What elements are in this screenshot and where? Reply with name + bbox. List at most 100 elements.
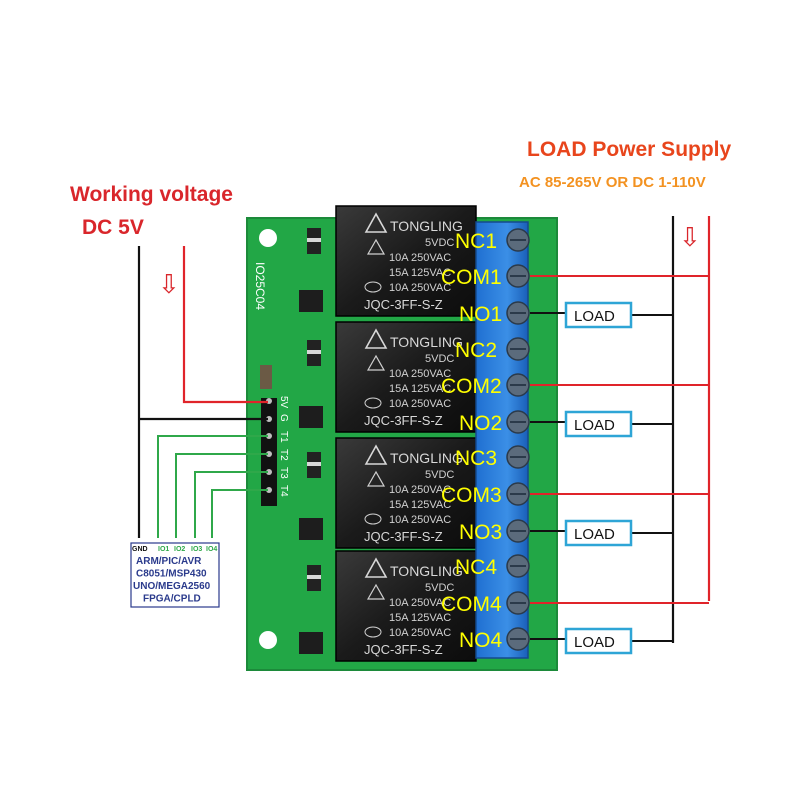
relay-rating: 10A 250VAC — [389, 597, 451, 609]
working-voltage-value: DC 5V — [82, 216, 144, 239]
transistor-chip — [299, 632, 323, 654]
down-arrow-icon: ⇩ — [158, 269, 180, 299]
wires — [137, 216, 711, 643]
relay-voltage: 5VDC — [425, 237, 454, 249]
pin-label-5v: 5V — [278, 396, 289, 409]
mounting-hole — [259, 631, 277, 649]
mcu-pin-io2: IO2 — [174, 546, 185, 553]
load-box-frame — [564, 627, 633, 655]
terminal-label-no2: NO2 — [459, 412, 502, 435]
brand-logo-icon — [364, 212, 388, 233]
load-label: LOAD — [574, 526, 615, 543]
mcu-platform-line: C8051/MSP430 — [136, 569, 207, 580]
smd-components — [260, 228, 323, 654]
brand-logo-icon — [364, 328, 388, 349]
diode-band — [307, 238, 321, 242]
load-box-frame — [564, 410, 633, 438]
relay-rating: 15A 125VAC — [389, 267, 451, 279]
mcu-pin-io1: IO1 — [158, 546, 169, 553]
terminal-label-no3: NO3 — [459, 521, 502, 544]
relay-rating: 10A 250VAC — [389, 252, 451, 264]
relay-rating: 10A 250VAC — [389, 627, 451, 639]
mcu-platform-line: FPGA/CPLD — [143, 594, 201, 605]
board-id-label: IO25C04 — [253, 262, 267, 310]
terminal-label-no4: NO4 — [459, 629, 503, 652]
relay-body — [335, 437, 477, 549]
load-box-2: LOAD — [564, 410, 633, 438]
terminal-label-com2: COM2 — [441, 375, 502, 398]
transistor-chip — [299, 290, 323, 312]
relay-body — [335, 321, 477, 433]
load-label: LOAD — [574, 417, 615, 434]
load-box-3: LOAD — [564, 519, 633, 547]
mcu-pin-io4: IO4 — [206, 546, 217, 553]
mcu-pin-gnd: GND — [132, 546, 148, 553]
vcc-wire — [182, 246, 268, 404]
relay-model: JQC-3FF-S-Z — [364, 413, 443, 428]
mcu-pin-io3: IO3 — [191, 546, 202, 553]
brand-logo-icon — [364, 444, 388, 465]
diode-band — [307, 350, 321, 354]
load-power-range: AC 85-265V OR DC 1-110V — [519, 174, 706, 191]
header-pin — [266, 433, 272, 439]
warning-icon — [366, 354, 386, 371]
signal-wire-io3 — [194, 471, 268, 538]
warning-icon — [366, 470, 386, 487]
load-label: LOAD — [574, 634, 615, 651]
pin-label-g: G — [278, 414, 289, 422]
capacitor — [260, 365, 272, 389]
relay-brand: TONGLING — [390, 563, 463, 579]
relay-voltage: 5VDC — [425, 582, 454, 594]
load-power-heading: LOAD Power Supply AC 85-265V OR DC 1-110… — [519, 138, 732, 191]
load-box-frame — [564, 519, 633, 547]
terminal-label-com1: COM1 — [441, 266, 502, 289]
relay-voltage: 5VDC — [425, 469, 454, 481]
cqc-mark-icon — [364, 513, 382, 525]
header-pin — [266, 416, 272, 422]
relay-brand: TONGLING — [390, 334, 463, 350]
header-pin — [266, 451, 272, 457]
relay-rating: 10A 250VAC — [389, 282, 451, 294]
relay-rating: 10A 250VAC — [389, 514, 451, 526]
relay-model: JQC-3FF-S-Z — [364, 297, 443, 312]
relay-rating: 10A 250VAC — [389, 398, 451, 410]
terminal-label-nc3: NC3 — [455, 447, 497, 470]
relay-rating: 15A 125VAC — [389, 383, 451, 395]
down-arrow-icon: ⇩ — [679, 222, 701, 252]
mcu-platform-line: ARM/PIC/AVR — [136, 556, 202, 567]
load-box-1: LOAD — [564, 301, 633, 329]
transistor-chip — [299, 518, 323, 540]
warning-icon — [366, 583, 386, 600]
pin-label-t2: T2 — [278, 449, 289, 461]
diode-band — [307, 575, 321, 579]
terminal-label-nc2: NC2 — [455, 339, 497, 362]
mcu-platform-line: UNO/MEGA2560 — [133, 581, 211, 592]
load-power-title: LOAD Power Supply — [527, 138, 732, 161]
signal-wire-io4 — [211, 489, 268, 538]
load-box-4: LOAD — [564, 627, 633, 655]
mounting-hole — [259, 229, 277, 247]
relay-body — [335, 550, 477, 662]
signal-wire-io1 — [157, 435, 268, 538]
relay-rating: 15A 125VAC — [389, 612, 451, 624]
relay-rating: 10A 250VAC — [389, 368, 451, 380]
relay-model: JQC-3FF-S-Z — [364, 529, 443, 544]
load-box-frame — [564, 301, 633, 329]
load-boxes: LOAD LOAD LOAD LOAD — [564, 301, 633, 655]
working-voltage-heading: Working voltage DC 5V — [70, 183, 233, 239]
terminal-label-no1: NO1 — [459, 303, 502, 326]
terminal-screws — [506, 228, 530, 651]
cqc-mark-icon — [364, 397, 382, 409]
working-voltage-title: Working voltage — [70, 183, 233, 206]
load-label: LOAD — [574, 308, 615, 325]
relay-brand: TONGLING — [390, 450, 463, 466]
relays: TONGLING 5VDC 10A 250VAC 15A 125VAC 10A 250V… — [335, 205, 477, 662]
